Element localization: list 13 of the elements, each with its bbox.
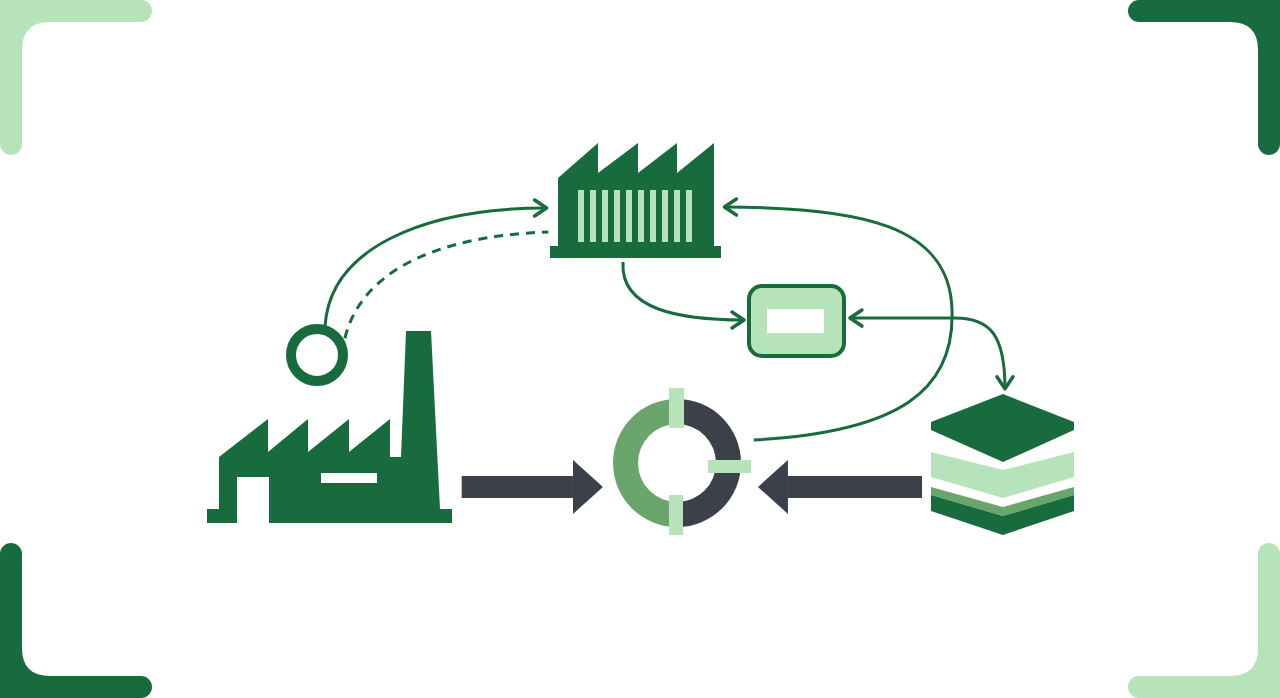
block-arrow bbox=[461, 459, 603, 514]
block-arrow bbox=[757, 459, 923, 514]
layers-icon bbox=[930, 393, 1075, 535]
arrow bbox=[722, 197, 954, 442]
ring-icon bbox=[286, 324, 348, 386]
factory-icon bbox=[550, 143, 721, 258]
segmented-ring-icon bbox=[612, 388, 751, 535]
factory-icon bbox=[205, 330, 453, 523]
arrow bbox=[323, 198, 549, 327]
arrow bbox=[621, 261, 746, 330]
dashed-line bbox=[343, 230, 549, 339]
card-icon bbox=[747, 284, 846, 358]
double-headed-arrow bbox=[848, 308, 1015, 391]
